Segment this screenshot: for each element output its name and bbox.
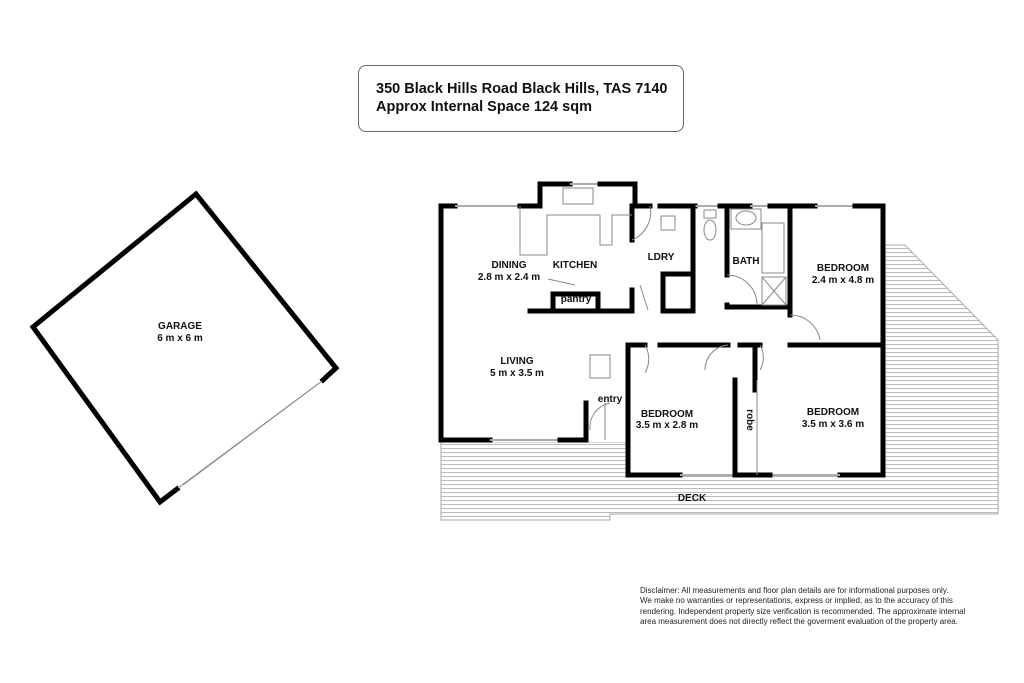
dining-label: DINING (492, 260, 527, 271)
bath-label: BATH (732, 256, 759, 267)
disclaimer-line: Disclaimer: All measurements and floor p… (640, 586, 949, 595)
bedroom1-label: BEDROOM (817, 263, 869, 274)
garage-size: 6 m x 6 m (157, 333, 203, 344)
entry-label: entry (598, 394, 623, 405)
house (438, 181, 886, 478)
disclaimer-line: rendering. Independent property size ver… (640, 606, 966, 616)
disclaimer-line: area measurement does not directly refle… (640, 616, 958, 626)
address: 350 Black Hills Road Black Hills, TAS 71… (376, 81, 668, 97)
deck-label: DECK (678, 493, 707, 504)
robe-label: robe (744, 409, 755, 431)
bedroom1-size: 2.4 m x 4.8 m (812, 275, 874, 286)
garage (29, 190, 340, 506)
disclaimer: Disclaimer: All measurements and floor p… (640, 586, 1000, 627)
bedroom2-label: BEDROOM (641, 409, 693, 420)
living-label: LIVING (500, 356, 534, 367)
pantry-label: pantry (561, 294, 592, 305)
disclaimer-line: We make no warranties or representations… (640, 596, 953, 606)
garage-label: GARAGE (158, 321, 202, 332)
bedroom2-size: 3.5 m x 2.8 m (636, 420, 698, 431)
living-size: 5 m x 3.5 m (490, 368, 544, 379)
internal-space: Approx Internal Space 124 sqm (376, 99, 592, 115)
dining-size: 2.8 m x 2.4 m (478, 272, 540, 283)
laundry-label: LDRY (648, 252, 675, 263)
title-box: 350 Black Hills Road Black Hills, TAS 71… (358, 65, 684, 132)
bedroom3-label: BEDROOM (807, 407, 859, 418)
bedroom3-size: 3.5 m x 3.6 m (802, 419, 864, 430)
kitchen-label: KITCHEN (553, 260, 597, 271)
